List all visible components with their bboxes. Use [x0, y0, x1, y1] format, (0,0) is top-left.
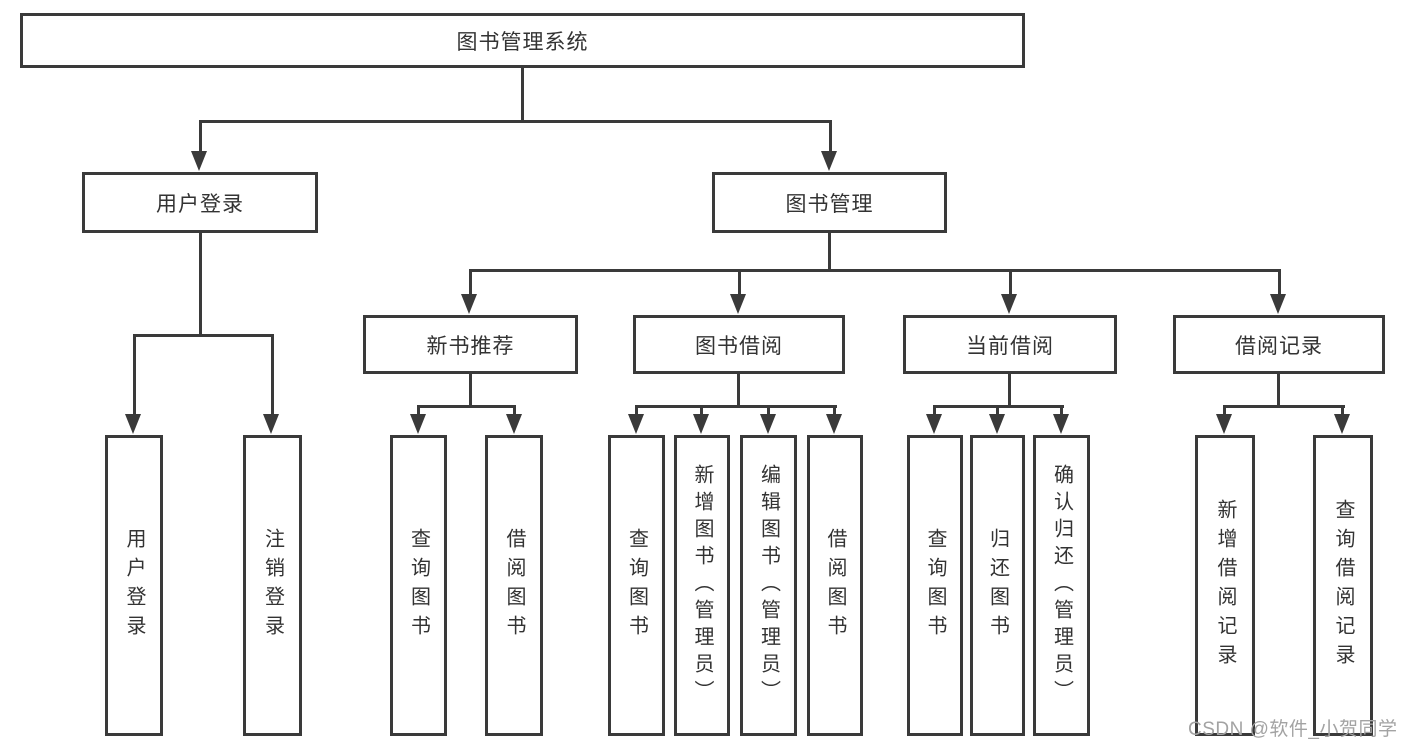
node-borrow-records-label: 借阅记录: [1235, 334, 1323, 358]
connector-drop: [1060, 407, 1063, 416]
node-leaf-confirm-return-admin: 确认归还（管理员）: [1033, 435, 1090, 736]
arrow-down-icon: [1053, 414, 1069, 434]
arrow-down-icon: [989, 414, 1005, 434]
node-root-label: 图书管理系统: [456, 30, 589, 54]
connector-new-book-stub: [469, 374, 472, 407]
node-book-borrow-label: 图书借阅: [695, 334, 783, 358]
node-leaf-user-login: 用户登录: [105, 435, 163, 736]
connector-drop: [1341, 407, 1344, 416]
connector-drop-book-management: [829, 122, 832, 153]
connector-book-management-stub: [828, 233, 831, 271]
node-new-book-recommend: 新书推荐: [363, 315, 578, 374]
node-leaf-logout-label: 注销登录: [261, 527, 284, 644]
node-leaf-label: 查询图书: [924, 527, 946, 644]
arrow-down-icon: [826, 414, 842, 434]
node-leaf-return-books: 归还图书: [970, 435, 1025, 736]
node-leaf-query-books-current: 查询图书: [907, 435, 963, 736]
node-leaf-label: 查询借阅记录: [1332, 498, 1354, 673]
node-leaf-label: 确认归还（管理员）: [1050, 464, 1073, 707]
node-leaf-borrow-books: 借阅图书: [807, 435, 863, 736]
connector-new-book-branch: [417, 405, 516, 408]
node-leaf-label: 查询图书: [407, 527, 430, 644]
connector-borrow-records-branch: [1223, 405, 1345, 408]
connector-drop: [933, 407, 936, 416]
connector-drop-user-login: [199, 122, 202, 153]
node-leaf-label: 编辑图书（管理员）: [757, 464, 780, 707]
node-leaf-label: 查询图书: [625, 527, 648, 644]
arrow-down-icon: [926, 414, 942, 434]
node-leaf-add-books-admin: 新增图书（管理员）: [674, 435, 730, 736]
node-leaf-add-borrow-record: 新增借阅记录: [1195, 435, 1255, 736]
node-leaf-label: 借阅图书: [503, 527, 525, 644]
connector-user-login-branch: [133, 334, 274, 337]
connector-drop: [635, 407, 638, 416]
connector-current-borrow-stub: [1008, 374, 1011, 407]
node-leaf-user-login-label: 用户登录: [123, 527, 145, 644]
arrow-down-icon: [1216, 414, 1232, 434]
connector-book-borrow-stub: [737, 374, 740, 407]
node-leaf-label: 借阅图书: [824, 527, 846, 644]
connector-root-branch: [199, 120, 832, 123]
node-book-management: 图书管理: [712, 172, 947, 233]
connector-root-stub: [521, 68, 524, 122]
connector-borrow-records-stub: [1277, 374, 1280, 407]
node-leaf-label: 新增借阅记录: [1214, 498, 1236, 673]
node-leaf-query-borrow-record: 查询借阅记录: [1313, 435, 1373, 736]
node-leaf-borrow-books-recommend: 借阅图书: [485, 435, 543, 736]
connector-drop: [833, 407, 836, 416]
connector-drop: [417, 407, 420, 416]
arrow-down-icon: [125, 414, 141, 434]
connector-drop-borrow-records: [1278, 271, 1281, 296]
node-leaf-label: 归还图书: [986, 527, 1009, 644]
node-borrow-records: 借阅记录: [1173, 315, 1385, 374]
connector-drop: [513, 407, 516, 416]
arrow-down-icon: [461, 294, 477, 314]
node-current-borrow-label: 当前借阅: [966, 334, 1054, 358]
connector-drop: [767, 407, 770, 416]
node-user-login: 用户登录: [82, 172, 318, 233]
node-book-borrow: 图书借阅: [633, 315, 845, 374]
arrow-down-icon: [1334, 414, 1350, 434]
connector-drop-book-borrow: [738, 271, 741, 296]
connector-book-management-branch: [469, 269, 1281, 272]
node-leaf-logout: 注销登录: [243, 435, 302, 736]
arrow-down-icon: [760, 414, 776, 434]
arrow-down-icon: [821, 151, 837, 171]
arrow-down-icon: [506, 414, 522, 434]
connector-drop-leaf-login: [133, 336, 136, 416]
connector-drop: [700, 407, 703, 416]
arrow-down-icon: [693, 414, 709, 434]
arrow-down-icon: [628, 414, 644, 434]
node-leaf-query-books-recommend: 查询图书: [390, 435, 447, 736]
connector-drop: [1223, 407, 1226, 416]
node-leaf-query-books-borrow: 查询图书: [608, 435, 665, 736]
arrow-down-icon: [730, 294, 746, 314]
watermark: CSDN @软件_小贺同学: [1188, 719, 1398, 740]
arrow-down-icon: [410, 414, 426, 434]
arrow-down-icon: [1001, 294, 1017, 314]
connector-drop: [996, 407, 999, 416]
connector-drop-current-borrow: [1009, 271, 1012, 296]
arrow-down-icon: [1270, 294, 1286, 314]
connector-book-borrow-branch: [635, 405, 837, 408]
connector-current-borrow-branch: [933, 405, 1064, 408]
arrow-down-icon: [263, 414, 279, 434]
node-user-login-label: 用户登录: [156, 192, 244, 216]
connector-user-login-stub: [199, 233, 202, 336]
node-root: 图书管理系统: [20, 13, 1025, 68]
node-new-book-recommend-label: 新书推荐: [426, 334, 515, 358]
arrow-down-icon: [191, 151, 207, 171]
node-current-borrow: 当前借阅: [903, 315, 1117, 374]
connector-drop-new-book: [469, 271, 472, 296]
node-leaf-edit-books-admin: 编辑图书（管理员）: [740, 435, 797, 736]
node-book-management-label: 图书管理: [785, 192, 874, 216]
node-leaf-label: 新增图书（管理员）: [691, 464, 713, 707]
connector-drop-leaf-logout: [271, 336, 274, 416]
